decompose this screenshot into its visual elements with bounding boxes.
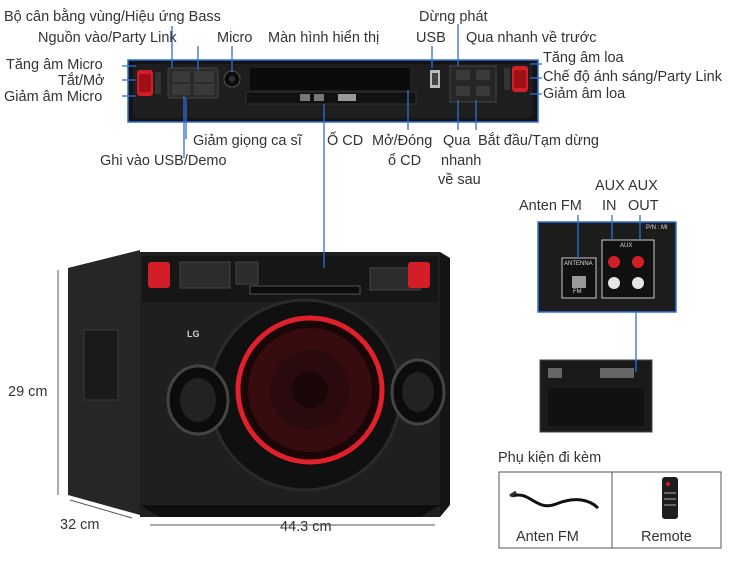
label-vol-up: Tăng âm loa — [543, 50, 624, 66]
label-play-stop: Dừng phát — [419, 9, 488, 25]
label-cd-eject-1: Mở/Đóng — [372, 133, 433, 149]
panel-aux-text: AUX — [620, 243, 633, 249]
label-cd-eject-2: ổ CD — [388, 153, 422, 169]
label-aux-in-1: AUX — [595, 178, 625, 194]
panel-model-text: P/N : MI — [646, 225, 668, 231]
speaker-body — [68, 250, 450, 517]
panel-fm-text: FM — [573, 289, 582, 295]
label-cd-slot: Ổ CD — [327, 133, 364, 149]
leader-lines — [122, 24, 641, 372]
label-mic-up: Tăng âm Micro — [6, 57, 103, 73]
accessory-antenna: Anten FM — [516, 529, 579, 545]
top-control-panel — [127, 59, 539, 123]
label-usb-rec: Ghi vào USB/Demo — [100, 153, 227, 169]
label-aux-out-2: OUT — [628, 198, 659, 214]
label-vol-down: Giảm âm loa — [543, 86, 626, 102]
label-power: Tắt/Mở — [58, 73, 105, 89]
accessory-remote: Remote — [641, 529, 692, 545]
label-play-pause: Bắt đầu/Tạm dừng — [478, 133, 599, 149]
accessories-title: Phụ kiện đi kèm — [498, 450, 602, 466]
label-bass: Bộ cân bằng vùng/Hiệu ứng Bass — [4, 9, 221, 25]
label-display: Màn hình hiển thị — [268, 30, 380, 46]
rear-panel-zoom — [537, 221, 677, 433]
label-aux-out-1: AUX — [628, 178, 658, 194]
label-ff-1: Qua — [443, 133, 471, 149]
label-usb: USB — [416, 30, 446, 46]
label-mic-down: Giảm âm Micro — [4, 89, 103, 105]
label-ff-3: về sau — [438, 172, 481, 188]
panel-antenna-text: ANTENNA — [564, 261, 593, 267]
label-micro: Micro — [217, 30, 253, 46]
label-light-mode: Chế độ ánh sáng/Party Link — [543, 69, 722, 85]
dim-width: 44.3 cm — [280, 519, 332, 535]
label-ff-2: nhanh — [441, 153, 482, 169]
label-rewind-fast: Qua nhanh về trước — [466, 30, 597, 46]
label-source: Nguồn vào/Party Link — [38, 30, 177, 46]
dim-depth: 32 cm — [60, 517, 100, 533]
label-antenna: Anten FM — [519, 198, 582, 214]
accessories-box — [498, 471, 722, 549]
dimension-lines — [57, 270, 435, 526]
label-vocal-fader: Giảm giọng ca sĩ — [193, 133, 302, 149]
dim-height: 29 cm — [8, 384, 48, 400]
brand-logo: LG — [187, 329, 200, 339]
label-aux-in-2: IN — [602, 198, 617, 214]
